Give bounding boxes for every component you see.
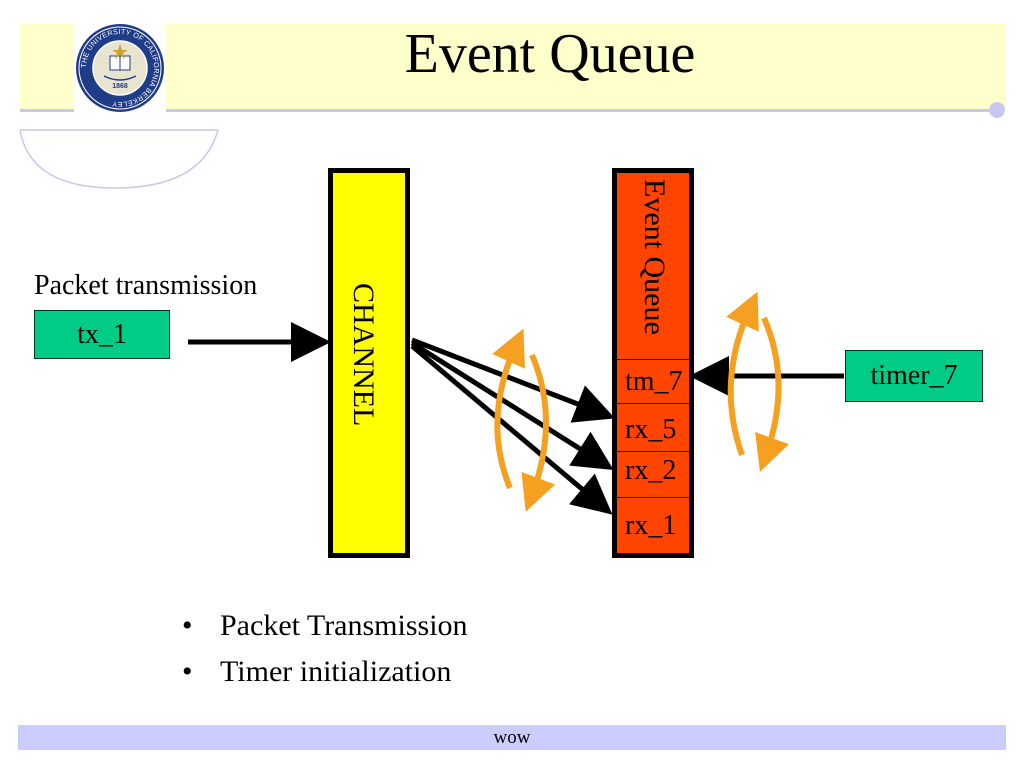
channel-to-rx1-arrow — [410, 344, 613, 515]
bullet-item: •Timer initialization — [182, 655, 452, 688]
cycle-arrow-left-down — [521, 353, 556, 512]
packet-transmission-label: Packet transmission — [34, 270, 258, 301]
queue-item: rx_2 — [617, 451, 689, 497]
uc-berkeley-seal-icon: THE UNIVERSITY OF CALIFORNIA BERKELEY 18… — [76, 24, 164, 112]
channel-label: CHANNEL — [347, 283, 380, 427]
bullet-text: Packet Transmission — [220, 609, 468, 642]
tx-box: tx_1 — [34, 310, 170, 359]
slide-footer: wow — [18, 725, 1006, 750]
channel-block — [328, 168, 410, 558]
slide-title: Event Queue — [404, 23, 696, 85]
channel-to-rx2-arrow — [410, 340, 614, 470]
decorative-arc — [19, 129, 219, 189]
timer-box: timer_7 — [845, 350, 983, 402]
seal-year: 1868 — [112, 83, 128, 90]
bullet-list: •Packet Transmission •Timer initializati… — [182, 606, 468, 698]
bullet-item: •Packet Transmission — [182, 609, 468, 642]
queue-item: rx_1 — [617, 497, 689, 553]
title-underline — [20, 109, 996, 112]
cycle-arrow-left-up — [492, 328, 525, 490]
title-line-dot — [989, 102, 1005, 118]
title-band — [20, 24, 1006, 109]
event-queue-label: Event Queue — [638, 179, 671, 335]
event-queue-block: Event Queue tm_7 rx_5 rx_2 rx_1 — [612, 168, 694, 558]
cycle-arrow-right-up — [726, 291, 759, 457]
queue-item: tm_7 — [617, 359, 689, 403]
queue-item: rx_5 — [617, 403, 689, 451]
bullet-text: Timer initialization — [220, 655, 452, 688]
cycle-arrow-right-down — [755, 316, 789, 472]
